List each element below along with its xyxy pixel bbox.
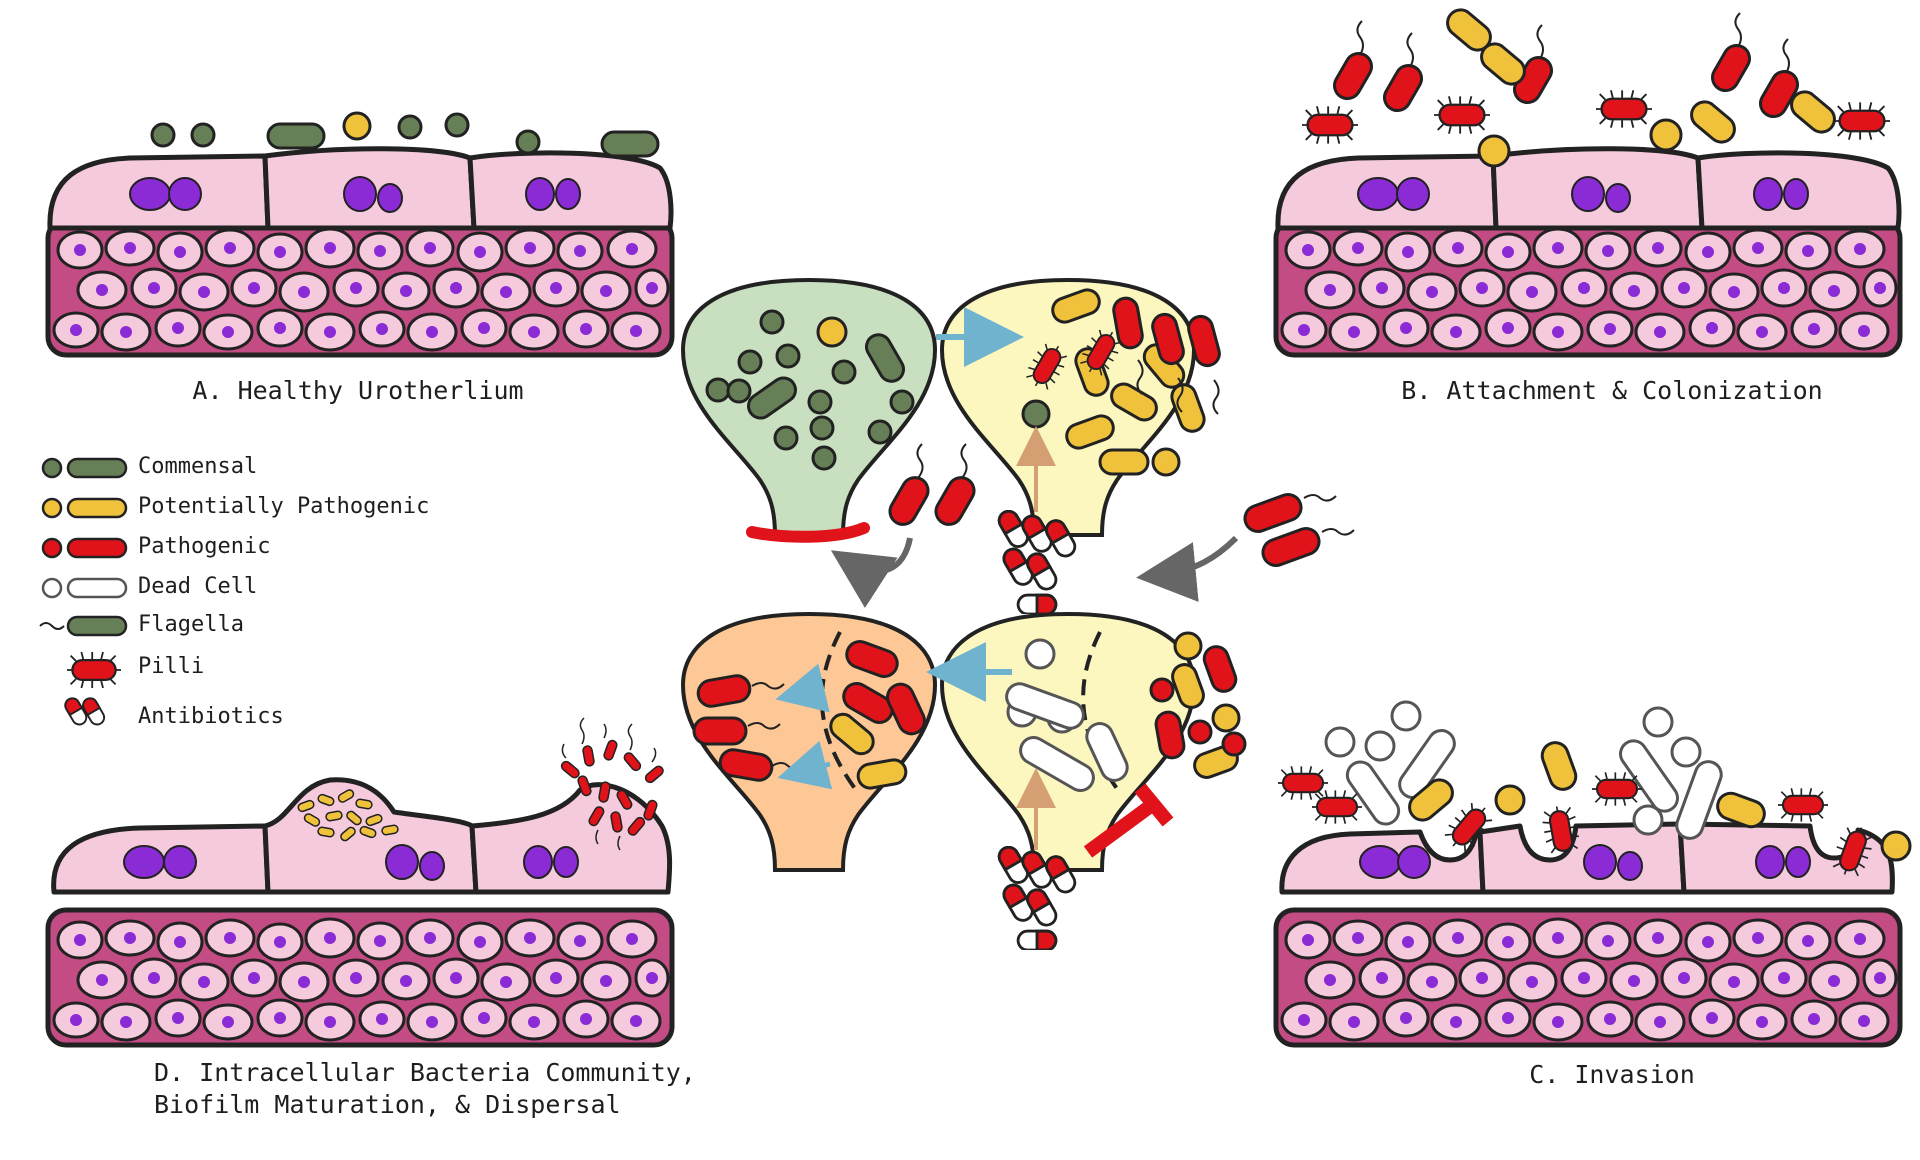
panel-a-label: A. Healthy Urotherlium bbox=[192, 376, 524, 405]
pathogenic-rods bbox=[1333, 43, 1799, 119]
legend-pathogenic-label: Pathogenic bbox=[138, 534, 271, 559]
legend-potentially-pathogenic-label: Potentially Pathogenic bbox=[138, 494, 430, 519]
pathogenic-icon bbox=[41, 537, 128, 559]
bladder-yellow-top bbox=[939, 277, 1221, 537]
legend-pilli-label: Pilli bbox=[138, 654, 205, 679]
panel-d-label-line1: D. Intracellular Bacteria Community, bbox=[154, 1058, 696, 1087]
process-arrows bbox=[830, 307, 1239, 858]
entering-pathogens bbox=[888, 476, 1321, 567]
potentially-pathogenic-rods bbox=[1446, 8, 1836, 144]
legend-flagella-label: Flagella bbox=[138, 612, 244, 637]
bladder-yellow-bottom bbox=[939, 611, 1247, 872]
dead-cell-icon bbox=[41, 577, 128, 599]
antibiotics-icon bbox=[61, 694, 109, 729]
panel-b-tissue bbox=[1276, 8, 1900, 355]
bladder-orange bbox=[680, 611, 938, 872]
panel-a-tissue bbox=[48, 111, 672, 355]
panel-d-label-line2: Biofilm Maturation, & Dispersal bbox=[154, 1090, 621, 1119]
dead-cells bbox=[1324, 700, 1723, 840]
dispersal-bacteria bbox=[560, 739, 664, 836]
panel-d-tissue bbox=[48, 717, 672, 1045]
legend-commensal-label: Commensal bbox=[138, 454, 258, 479]
commensal-icon bbox=[41, 457, 128, 479]
potentially-pathogenic-icon bbox=[41, 497, 128, 519]
potentially-pathogenic-bacterium bbox=[342, 111, 372, 141]
legend-icons bbox=[39, 457, 128, 729]
ibc-cluster bbox=[297, 789, 399, 842]
panel-b-label: B. Attachment & Colonization bbox=[1401, 376, 1823, 405]
panel-c-tissue bbox=[1276, 700, 1912, 1045]
panel-c-label: C. Invasion bbox=[1529, 1060, 1695, 1089]
legend-dead-cell-label: Dead Cell bbox=[138, 574, 258, 599]
commensal-bacteria bbox=[150, 112, 660, 158]
pilli-icon bbox=[65, 652, 123, 688]
flagella-icon bbox=[39, 615, 128, 637]
bladder-green bbox=[680, 277, 938, 543]
legend-antibiotics-label: Antibiotics bbox=[138, 704, 284, 729]
